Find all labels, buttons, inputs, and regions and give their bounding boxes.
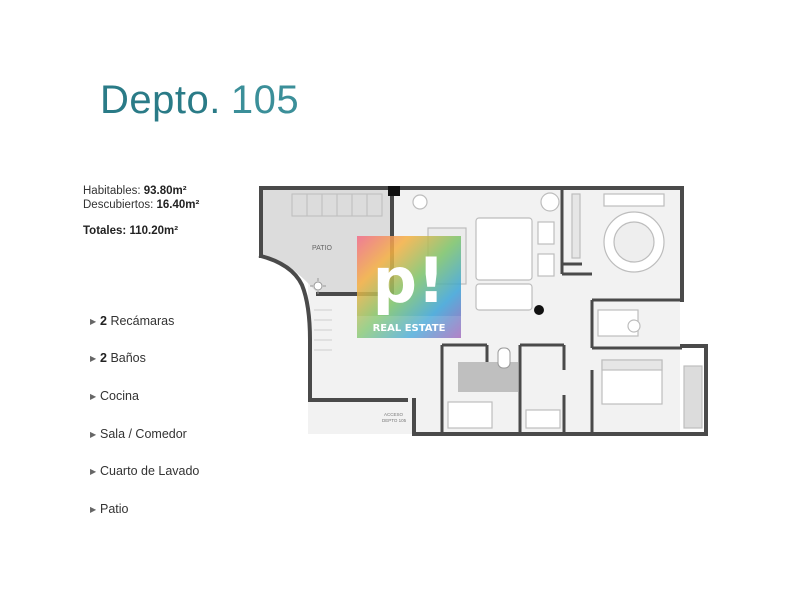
chair-icon xyxy=(537,221,555,245)
title-number: 105 xyxy=(230,78,300,122)
descubiertos-row: Descubiertos: 16.40m² xyxy=(83,198,199,212)
feature-bedrooms: ▶2 Recámaras xyxy=(90,314,174,328)
feature-label: Cocina xyxy=(100,389,139,403)
totales-row: Totales: 110.20m² xyxy=(83,224,199,238)
triangle-right-icon: ▶ xyxy=(90,317,97,326)
stairs xyxy=(291,193,383,217)
plant-icon xyxy=(540,192,560,212)
feature-kitchen: ▶Cocina xyxy=(90,389,139,403)
feature-bathrooms: ▶2 Baños xyxy=(90,351,146,365)
page-title: Depto.105 xyxy=(100,78,299,123)
habitables-value: 93.80m² xyxy=(143,185,187,197)
habitables-row: Habitables: 93.80m² xyxy=(83,184,199,198)
feature-living-dining: ▶Sala / Comedor xyxy=(90,427,187,441)
column-marker xyxy=(388,186,400,196)
bedroom-1-furniture xyxy=(603,193,665,273)
closet-icon xyxy=(571,193,581,259)
area-summary: Habitables: 93.80m² Descubiertos: 16.40m… xyxy=(83,184,199,238)
laundry-icon xyxy=(447,401,493,429)
totales-label: Totales: xyxy=(83,225,127,237)
sun-icon xyxy=(310,278,326,294)
bath-fixtures xyxy=(447,309,641,429)
feature-patio: ▶Patio xyxy=(90,502,129,516)
feature-label: Sala / Comedor xyxy=(100,427,187,441)
real-estate-logo: p! REAL ESTATE xyxy=(357,236,461,338)
access-label-line1: ACCESO xyxy=(384,412,404,417)
sofa-icon xyxy=(475,217,533,281)
plant-icon xyxy=(412,194,428,210)
bedroom-2-furniture xyxy=(601,359,703,429)
interior-walls xyxy=(440,188,682,434)
toilet-bowl-icon xyxy=(627,319,641,333)
balcony-icon xyxy=(683,365,703,429)
toilet-icon xyxy=(497,347,511,369)
feature-label: Recámaras xyxy=(110,314,175,328)
triangle-right-icon: ▶ xyxy=(90,430,97,439)
totales-value: 110.20m² xyxy=(129,225,179,237)
headboard-icon xyxy=(603,193,665,207)
left-stairs xyxy=(314,309,332,351)
habitables-label: Habitables: xyxy=(83,185,141,197)
descubiertos-value: 16.40m² xyxy=(156,199,200,211)
logo-mark: p! xyxy=(373,244,446,317)
logo-text: REAL ESTATE xyxy=(373,323,446,334)
triangle-right-icon: ▶ xyxy=(90,392,97,401)
patio-label: PATIO xyxy=(312,245,333,252)
feature-count: 2 xyxy=(100,314,107,328)
triangle-right-icon: ▶ xyxy=(90,505,97,514)
floor-plan: PATIO ACCESO DEPTO 105 xyxy=(258,186,708,436)
round-bed-inner xyxy=(613,221,655,263)
counter-icon xyxy=(525,409,561,429)
title-word: Depto. xyxy=(100,78,221,122)
feature-label: Patio xyxy=(100,502,129,516)
feature-label: Cuarto de Lavado xyxy=(100,464,200,478)
point-marker xyxy=(534,305,544,315)
pillow-icon xyxy=(601,359,663,371)
feature-count: 2 xyxy=(100,351,107,365)
descubiertos-label: Descubiertos: xyxy=(83,199,154,211)
triangle-right-icon: ▶ xyxy=(90,354,97,363)
feature-label: Baños xyxy=(110,351,146,365)
table-icon xyxy=(475,283,533,311)
chair-icon xyxy=(537,253,555,277)
access-label-line2: DEPTO 105 xyxy=(382,418,407,423)
triangle-right-icon: ▶ xyxy=(90,467,97,476)
feature-laundry: ▶Cuarto de Lavado xyxy=(90,464,199,478)
